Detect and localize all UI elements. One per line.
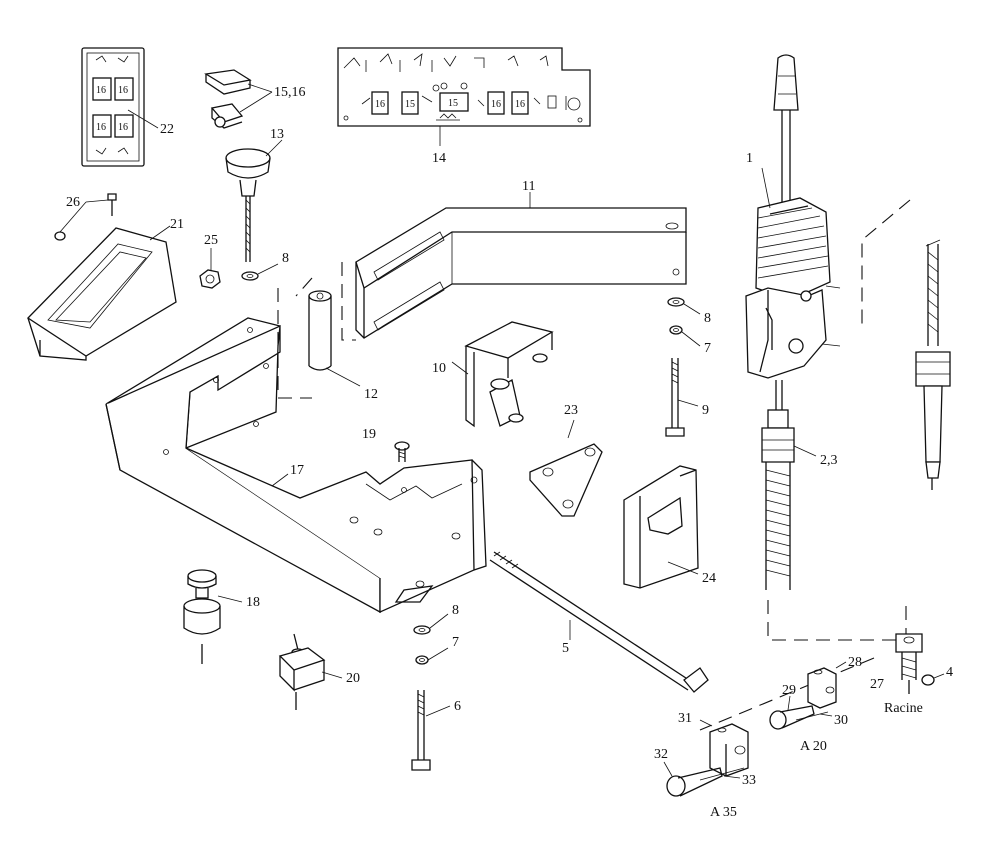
clip-30 (795, 711, 833, 721)
cable-2-3 (761, 380, 817, 590)
panel22-switch-label: 16 (96, 85, 106, 96)
label-13: 13 (270, 127, 284, 142)
fork-plate-24 (623, 465, 699, 589)
label-1: 1 (746, 151, 753, 166)
rod-5 (489, 551, 709, 693)
toggle-switch-20 (278, 633, 343, 710)
label-7-right: 7 (704, 341, 711, 356)
label-26: 26 (66, 195, 80, 210)
caption-racine: Racine (884, 701, 923, 716)
label-9: 9 (702, 403, 709, 418)
label-8-bottom: 8 (452, 603, 459, 618)
nut-25 (199, 248, 221, 289)
panel14-switch-label: 16 (375, 99, 385, 110)
label-2-3: 2,3 (820, 453, 838, 468)
bracket-11 (355, 192, 687, 339)
connector-27 (895, 633, 923, 694)
label-14: 14 (432, 151, 446, 166)
knob-13 (225, 139, 283, 262)
label-7-bottom: 7 (452, 635, 459, 650)
rocker-switch-15-16 (204, 69, 273, 129)
clip-33 (699, 767, 745, 781)
caption-a20: A 20 (800, 739, 827, 754)
label-22: 22 (160, 122, 174, 137)
panel22-switch-label: 16 (118, 85, 128, 96)
guide-dashed-clevis (699, 657, 875, 731)
bolt-9 (665, 358, 699, 437)
switch-panel-22: 16 16 16 16 (81, 47, 159, 167)
guide-dashed-right-top (861, 199, 911, 330)
joystick-1 (745, 54, 841, 379)
label-25: 25 (204, 233, 218, 248)
clevis-31 (699, 719, 749, 777)
label-28: 28 (848, 655, 862, 670)
label-24: 24 (702, 571, 716, 586)
lockwasher-7-bottom (415, 647, 449, 665)
washer-8-bottom (413, 613, 449, 635)
label-11: 11 (522, 179, 535, 194)
lockwasher-7-right (669, 325, 701, 347)
label-8-top: 8 (282, 251, 289, 266)
base-bracket-17 (105, 317, 487, 614)
label-17: 17 (290, 463, 304, 478)
label-29: 29 (782, 683, 796, 698)
label-12: 12 (364, 387, 378, 402)
washer-8-right (667, 297, 701, 315)
screw-19 (394, 441, 410, 462)
label-5: 5 (562, 641, 569, 656)
washer-8-top (241, 263, 279, 281)
button-18 (183, 569, 243, 664)
label-27: 27 (870, 677, 884, 692)
guide-dashed-bottom (767, 600, 907, 641)
label-32: 32 (654, 747, 668, 762)
label-23: 23 (564, 403, 578, 418)
caption-a35: A 35 (710, 805, 737, 820)
pin-29 (769, 695, 815, 730)
bracket-10 (451, 321, 554, 428)
spacer-12 (308, 290, 361, 387)
label-33: 33 (742, 773, 756, 788)
nut-4 (921, 673, 945, 686)
label-31: 31 (678, 711, 692, 726)
label-21: 21 (170, 217, 184, 232)
bolt-6 (411, 690, 451, 771)
guide-dashed-12 (277, 262, 356, 399)
panel14-switch-label: 15 (405, 99, 415, 110)
label-6: 6 (454, 699, 461, 714)
label-15-16: 15,16 (274, 85, 306, 100)
cable-assembly-right (915, 239, 951, 490)
control-panel-14: 16 15 15 16 16 (337, 47, 591, 146)
label-18: 18 (246, 595, 260, 610)
panel14-switch-label: 15 (448, 98, 458, 109)
label-19: 19 (362, 427, 376, 442)
pin-32 (663, 761, 723, 797)
cover-21 (26, 225, 177, 361)
label-30: 30 (834, 713, 848, 728)
label-10: 10 (432, 361, 446, 376)
label-8-right: 8 (704, 311, 711, 326)
panel14-switch-label: 16 (515, 99, 525, 110)
label-4: 4 (946, 665, 953, 680)
screw-26 (54, 193, 117, 241)
panel14-switch-label: 16 (491, 99, 501, 110)
label-20: 20 (346, 671, 360, 686)
plate-23 (529, 419, 603, 517)
panel22-switch-label: 16 (118, 122, 128, 133)
clevis-28 (807, 661, 847, 709)
panel22-switch-label: 16 (96, 122, 106, 133)
